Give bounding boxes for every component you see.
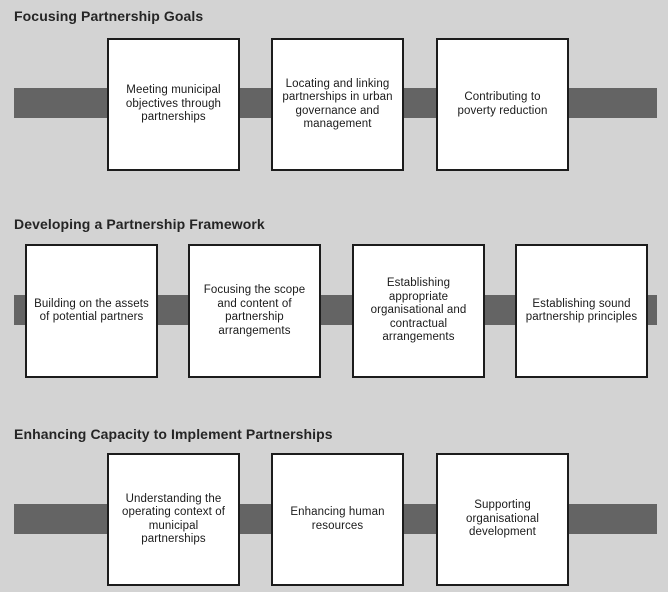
- process-box-label: Focusing the scope and content of partne…: [203, 284, 306, 337]
- process-box: Establishing appropriate organisational …: [352, 244, 485, 378]
- process-box-label: Enhancing human resources: [290, 506, 385, 532]
- process-box-label: Meeting municipal objectives through par…: [125, 84, 222, 124]
- process-box-label: Contributing to poverty reduction: [457, 91, 548, 117]
- process-box-label: Establishing sound partnership principle…: [525, 297, 638, 324]
- process-box-label: Establishing appropriate organisational …: [370, 277, 467, 344]
- process-box: Understanding the operating context of m…: [107, 453, 240, 586]
- process-box: Meeting municipal objectives through par…: [107, 38, 240, 171]
- process-box-label: Building on the assets of potential part…: [34, 297, 149, 324]
- process-box: Focusing the scope and content of partne…: [188, 244, 321, 378]
- section-title-developing-a-partnership-framework: Developing a Partnership Framework: [14, 216, 265, 232]
- process-box-label: Locating and linking partnerships in urb…: [282, 77, 393, 131]
- process-box: Building on the assets of potential part…: [25, 244, 158, 378]
- process-box: Contributing to poverty reduction: [436, 38, 569, 171]
- process-box-label: Understanding the operating context of m…: [121, 492, 225, 546]
- process-box: Enhancing human resources: [271, 453, 404, 586]
- process-box: Establishing sound partnership principle…: [515, 244, 648, 378]
- process-box-label: Supporting organisational development: [465, 499, 539, 539]
- process-box: Supporting organisational development: [436, 453, 569, 586]
- process-box: Locating and linking partnerships in urb…: [271, 38, 404, 171]
- section-title-focusing-partnership-goals: Focusing Partnership Goals: [14, 8, 204, 24]
- section-title-enhancing-capacity-to-implement-partnerships: Enhancing Capacity to Implement Partners…: [14, 426, 333, 442]
